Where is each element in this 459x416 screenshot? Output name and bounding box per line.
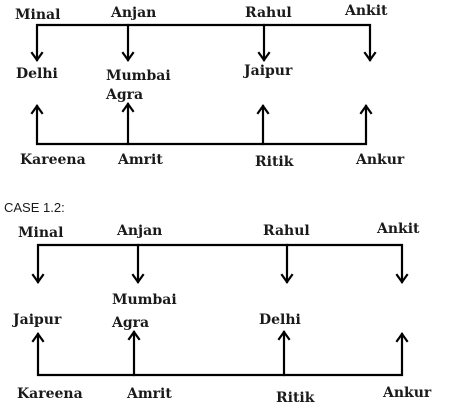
case1-city-mumbai: Mumbai — [106, 68, 171, 84]
case1-city-agra: Agra — [105, 87, 143, 103]
case1-top-bracket — [35, 23, 372, 62]
case2-top-name-anjan: Anjan — [116, 223, 162, 239]
case1-top-name-rahul: Rahul — [245, 5, 292, 21]
case2-up-arrowhead-kareena — [31, 332, 45, 343]
case1-bottom-name-kareena: Kareena — [20, 152, 86, 168]
case2-down-arrowhead-rahul — [280, 273, 294, 284]
case1-city-delhi: Delhi — [16, 66, 58, 82]
case1-up-arrowhead-ritik — [256, 104, 270, 115]
case1-bottom-name-amrit: Amrit — [117, 152, 163, 168]
case2-bottom-name-ritik: Ritik — [276, 390, 315, 406]
case-2-diagram: Minal Anjan Rahul Ankit Mumbai Jaipur Ag… — [11, 221, 432, 406]
case2-city-mumbai: Mumbai — [112, 292, 177, 308]
case2-top-bracket — [36, 243, 404, 284]
case2-top-name-rahul: Rahul — [263, 223, 310, 239]
case2-city-agra: Agra — [111, 315, 149, 331]
case2-down-arrowhead-ankit — [395, 273, 409, 284]
case2-heading: CASE 1.2: — [4, 200, 65, 215]
case1-up-arrowhead-kareena — [30, 104, 44, 115]
case2-bottom-name-amrit: Amrit — [126, 386, 172, 402]
case1-down-arrowhead-anjan — [121, 51, 135, 62]
case2-city-jaipur: Jaipur — [11, 312, 62, 328]
case1-top-name-minal: Minal — [15, 7, 60, 23]
case1-bottom-name-ankur: Ankur — [355, 152, 405, 168]
case1-bottom-name-ritik: Ritik — [255, 154, 294, 170]
case1-bottom-bracket — [35, 104, 368, 146]
case2-up-arrowhead-ritik — [277, 330, 291, 341]
case2-bottom-bracket — [36, 332, 404, 377]
case2-up-arrowhead-amrit — [127, 330, 141, 341]
case2-down-arrowhead-anjan — [131, 273, 145, 284]
case1-top-name-anjan: Anjan — [110, 5, 156, 21]
case2-top-name-ankit: Ankit — [376, 221, 420, 237]
case1-up-arrowhead-ankur — [359, 104, 373, 115]
case1-down-arrowhead-rahul — [257, 51, 271, 62]
case1-down-arrowhead-ankit — [363, 51, 377, 62]
case2-top-name-minal: Minal — [18, 225, 63, 241]
case1-up-arrowhead-amrit — [121, 102, 135, 113]
case1-top-name-ankit: Ankit — [344, 3, 388, 19]
case2-down-arrowhead-minal — [31, 273, 45, 284]
case1-down-arrowhead-minal — [30, 51, 44, 62]
case2-bottom-name-ankur: Ankur — [382, 385, 432, 401]
case2-bottom-name-kareena: Kareena — [17, 386, 83, 402]
case1-city-jaipur: Jaipur — [242, 63, 293, 79]
case2-up-arrowhead-ankur — [395, 332, 409, 343]
case2-city-delhi: Delhi — [259, 312, 301, 328]
case-1-diagram: Minal Anjan Rahul Ankit Delhi Mumbai Jai… — [15, 3, 405, 170]
